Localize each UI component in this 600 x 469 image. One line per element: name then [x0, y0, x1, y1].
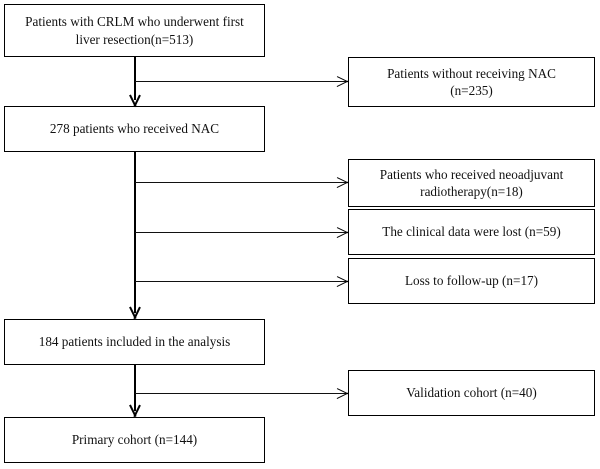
- node-received-nac-label: 278 patients who received NAC: [49, 121, 220, 137]
- node-enrolled-label: Patients with CRLM who underwent first l…: [25, 14, 244, 47]
- connector-included-to-primary-line: [134, 365, 136, 411]
- node-received-nac: 278 patients who received NAC: [4, 106, 265, 152]
- node-primary-cohort-label: Primary cohort (n=144): [71, 432, 198, 448]
- connector-received-nac-to-excl-radiotherapy-line: [135, 182, 346, 184]
- node-excl-followup-label: Loss to follow-up (n=17): [404, 273, 539, 289]
- connector-received-nac-to-included-arrowhead: [128, 307, 141, 318]
- connector-received-nac-to-excl-data-lost-line: [135, 232, 346, 234]
- node-excl-data-lost: The clinical data were lost (n=59): [348, 209, 595, 255]
- connector-received-nac-to-excl-followup-arrowhead: [337, 275, 348, 288]
- node-excl-data-lost-label: The clinical data were lost (n=59): [382, 224, 561, 240]
- node-excl-followup: Loss to follow-up (n=17): [348, 258, 595, 304]
- connector-received-nac-to-excl-radiotherapy-arrowhead: [337, 176, 348, 189]
- node-excl-radiotherapy: Patients who received neoadjuvant radiot…: [348, 159, 595, 207]
- connector-received-nac-to-excl-data-lost-arrowhead: [337, 226, 348, 239]
- connector-received-nac-to-excl-followup-line: [135, 281, 346, 283]
- node-validation-cohort-label: Validation cohort (n=40): [406, 385, 537, 401]
- connector-enrolled-to-received-nac-arrowhead: [128, 95, 141, 106]
- node-included: 184 patients included in the analysis: [4, 319, 265, 365]
- node-no-nac-label: Patients without receiving NAC (n=235): [387, 65, 556, 98]
- node-included-label: 184 patients included in the analysis: [38, 334, 231, 350]
- connector-enrolled-to-received-nac-line: [134, 57, 136, 100]
- node-validation-cohort: Validation cohort (n=40): [348, 370, 595, 416]
- connector-included-to-validation-arrowhead: [337, 387, 348, 400]
- connector-enrolled-to-no-nac-line: [135, 81, 346, 83]
- connector-included-to-primary-arrowhead: [128, 405, 141, 416]
- connector-included-to-validation-line: [135, 393, 346, 395]
- node-no-nac: Patients without receiving NAC (n=235): [348, 57, 595, 107]
- connector-received-nac-to-included-line: [134, 152, 136, 313]
- node-enrolled: Patients with CRLM who underwent first l…: [4, 4, 265, 57]
- node-excl-radiotherapy-label: Patients who received neoadjuvant radiot…: [379, 166, 564, 199]
- connector-enrolled-to-no-nac-arrowhead: [337, 75, 348, 88]
- node-primary-cohort: Primary cohort (n=144): [4, 417, 265, 463]
